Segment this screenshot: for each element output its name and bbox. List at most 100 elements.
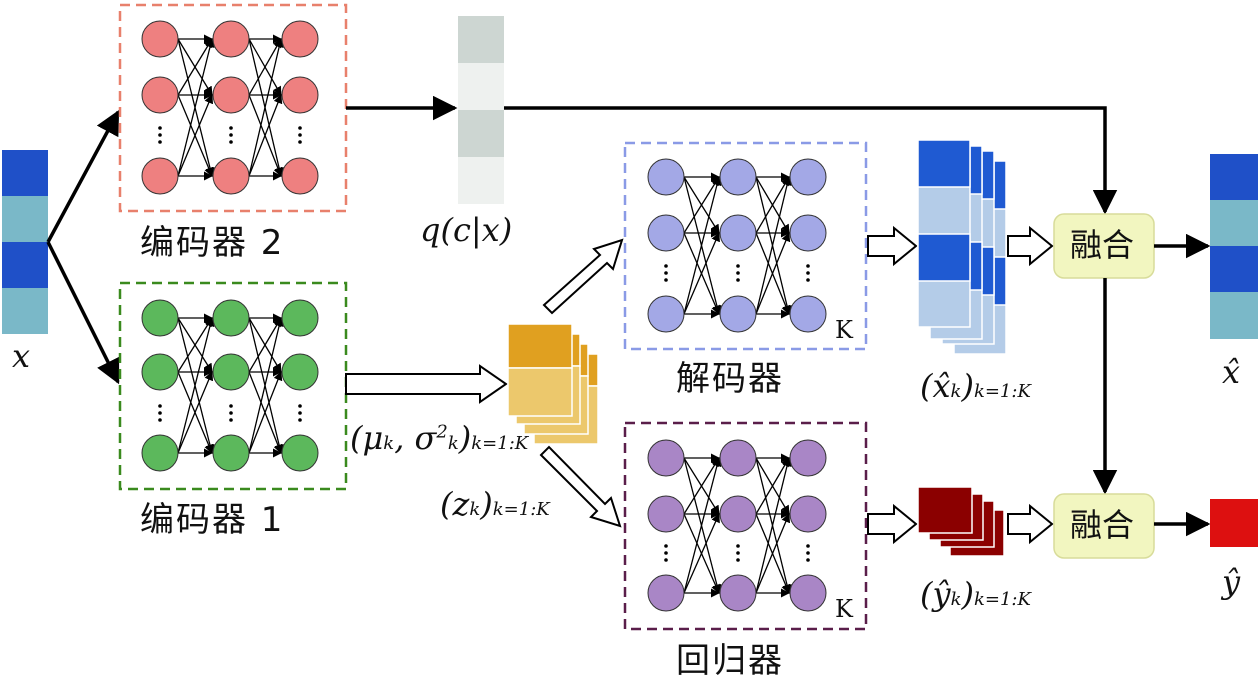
regressor-node <box>789 495 827 533</box>
encoder2-edge <box>248 38 284 177</box>
output-x-vector <box>1210 154 1258 339</box>
encoder1-node <box>281 299 319 337</box>
regressor-edge <box>683 457 720 515</box>
latent-stack <box>507 323 599 445</box>
encoder1-edge <box>248 371 283 454</box>
decoder-network <box>647 158 827 333</box>
encoder2-ellipsis-dot <box>229 126 233 130</box>
decoder-node <box>719 158 757 196</box>
fusion-top-label: 融合 <box>1070 226 1135 264</box>
regressor-node <box>647 439 685 477</box>
fusion-bottom-box <box>1053 493 1155 559</box>
encoder1-ellipsis-dot <box>298 404 302 408</box>
latent-params-main: (μ <box>350 419 384 457</box>
recon-set-range: k=1:K <box>973 381 1031 402</box>
recon-set-close: ) <box>961 367 974 405</box>
encoder2-ellipsis-dot <box>158 126 162 130</box>
decoder-ellipsis-dot <box>736 278 740 282</box>
encoder1-ellipsis-dot <box>158 411 162 415</box>
latent-params-sigma: , σ <box>394 419 437 457</box>
encoder1-node <box>212 353 250 391</box>
decoder-ellipsis-dot <box>664 271 668 275</box>
latent-samples-range: k=1:K <box>492 499 550 520</box>
input-label: x <box>12 337 31 375</box>
decoder-edge <box>683 176 720 234</box>
decoder-node <box>647 214 685 252</box>
encoder2-ellipsis-dot <box>229 140 233 144</box>
regressor-k-label: K <box>835 595 853 623</box>
regressor-edge <box>755 457 790 515</box>
latent-params-k: k <box>383 433 395 454</box>
pred-set-main: (ŷ <box>920 575 951 613</box>
decoder-node <box>789 295 827 333</box>
regressor-ellipsis-dot <box>806 558 810 562</box>
regressor-node <box>789 439 827 477</box>
output-y-box <box>1210 499 1258 547</box>
encoder1-ellipsis-dot <box>229 411 233 415</box>
encoder2-edge <box>177 38 215 177</box>
latent-samples-close: ) <box>480 485 493 523</box>
encoder1-ellipsis-dot <box>158 404 162 408</box>
output-y-label: ŷ <box>1222 563 1241 601</box>
regressor-node <box>789 574 827 612</box>
encoder1-ellipsis-dot <box>298 411 302 415</box>
regressor-ellipsis-dot <box>664 544 668 548</box>
recon-set-k: k <box>950 381 962 402</box>
pred-to-fusion-arrow <box>1007 503 1054 545</box>
decoder-node <box>789 214 827 252</box>
encoder2-edge <box>248 94 283 177</box>
encoder2-node <box>212 157 250 195</box>
input-vector <box>2 150 48 334</box>
regressor-edge <box>683 457 722 594</box>
encoder2-node <box>141 20 179 58</box>
encoder2-ellipsis-dot <box>158 133 162 137</box>
output-x-label: x̂ <box>1222 353 1241 391</box>
regressor-label: 回归器 <box>676 641 784 681</box>
encoder1-label: 编码器 1 <box>140 500 285 540</box>
encoder1-ellipsis-dot <box>229 418 233 422</box>
encoder1-edge <box>248 317 284 454</box>
regressor-edge <box>683 513 720 594</box>
encoder2-node <box>281 76 319 114</box>
regressor-node <box>719 574 757 612</box>
pred-set-k: k <box>950 589 962 610</box>
latent-params-sup: 2 <box>436 421 448 443</box>
decoder-node <box>719 295 757 333</box>
encoder2-ellipsis-dot <box>158 140 162 144</box>
encoder1-ellipsis-dot <box>229 404 233 408</box>
encoder2-ellipsis-dot <box>229 133 233 137</box>
regressor-ellipsis-dot <box>736 558 740 562</box>
decoder-ellipsis-dot <box>806 278 810 282</box>
regressor-node <box>647 495 685 533</box>
regressor-ellipsis-dot <box>806 551 810 555</box>
latent-params-k2: k <box>447 433 459 454</box>
decoder-ellipsis-dot <box>664 278 668 282</box>
network-layers <box>141 20 827 612</box>
decoder-node <box>647 295 685 333</box>
encoder1-node <box>281 434 319 472</box>
regressor-node <box>647 574 685 612</box>
regressor-box <box>623 421 868 631</box>
encoder1-ellipsis-dot <box>298 418 302 422</box>
regressor-node <box>719 495 757 533</box>
regressor-network <box>647 439 827 612</box>
pred-set-range: k=1:K <box>973 589 1031 610</box>
encoder2-ellipsis-dot <box>298 133 302 137</box>
input-arrows <box>46 109 120 385</box>
encoder1-node <box>141 434 179 472</box>
latent-params-label: (μk, σ2k)k=1:K <box>350 422 528 454</box>
regressor-ellipsis-dot <box>736 551 740 555</box>
regressor-ellipsis-dot <box>664 551 668 555</box>
recon-set-main: (x̂ <box>920 367 951 405</box>
decoder-ellipsis-dot <box>736 271 740 275</box>
encoder1-node <box>281 353 319 391</box>
encoder1-ellipsis-dot <box>158 418 162 422</box>
encoder1-node <box>212 299 250 337</box>
encoder2-node <box>141 76 179 114</box>
cluster-label: q(c|x) <box>420 211 513 249</box>
encoder2-node <box>281 157 319 195</box>
decoder-to-recon-arrow <box>867 225 918 267</box>
cluster-to-fusion-arrow <box>504 106 1118 215</box>
decoder-ellipsis-dot <box>664 264 668 268</box>
